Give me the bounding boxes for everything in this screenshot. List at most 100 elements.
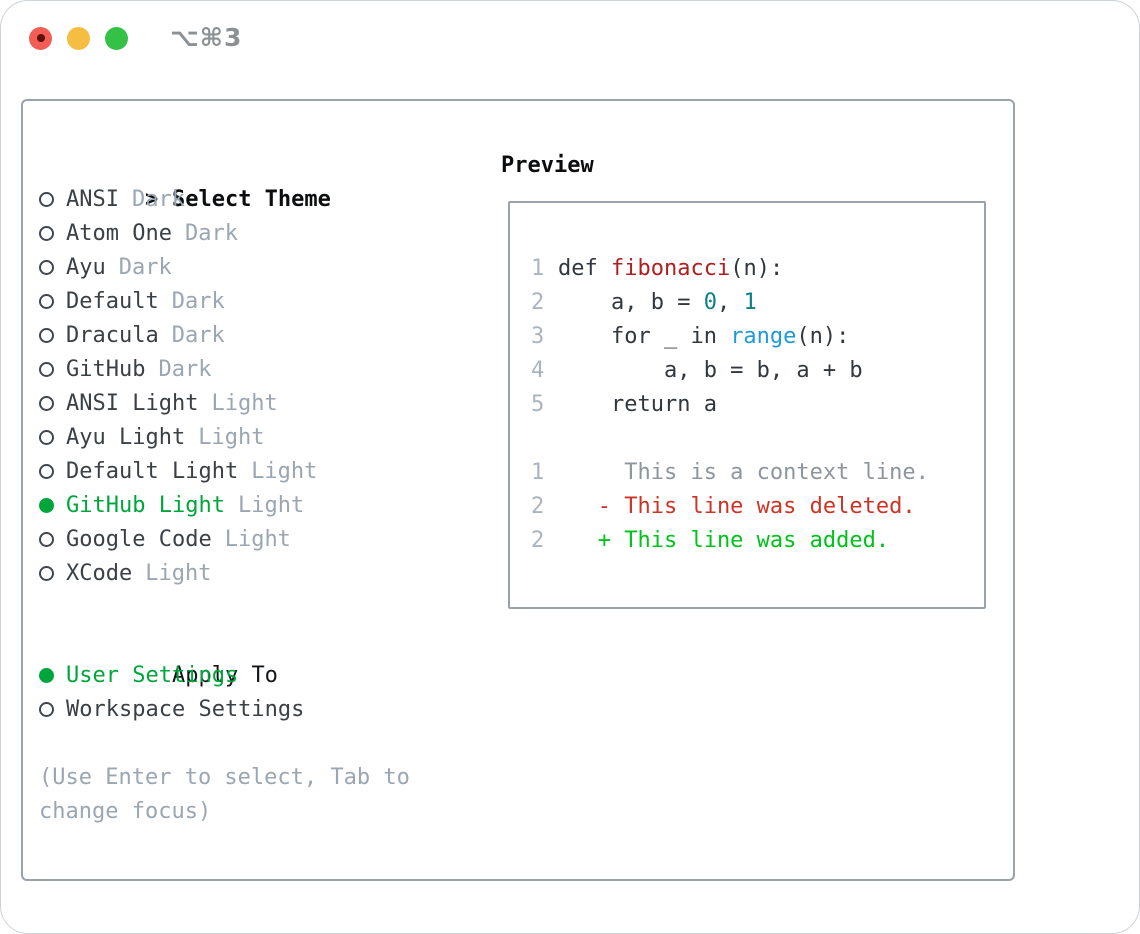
line-number: 2 <box>531 494 545 519</box>
radio-marker <box>39 319 66 353</box>
theme-variant-badge: Dark <box>118 255 172 280</box>
code-token: - This line was deleted. <box>558 494 916 519</box>
radio-marker <box>39 251 66 285</box>
code-token: fibonacci <box>610 256 731 281</box>
line-number: 2 <box>531 528 545 553</box>
code-token: , <box>716 290 744 315</box>
apply-to-header: Apply To <box>39 625 491 688</box>
code-line: 4 a, b = b, a + b <box>531 354 984 388</box>
option-label: Default Light <box>66 459 239 484</box>
diff-line: 2 + This line was added. <box>531 524 984 558</box>
option-label: ANSI Light <box>66 391 199 416</box>
close-dot-icon <box>36 34 45 42</box>
apply-to-title: Apply To <box>171 663 278 688</box>
radio-marker <box>39 557 66 591</box>
code-line: 2 a, b = 0, 1 <box>531 286 984 320</box>
preview-title: Preview <box>501 153 594 178</box>
code-line: 3 for _ in range(n): <box>531 320 984 354</box>
theme-variant-badge: Dark <box>158 357 212 382</box>
apply-option-workspace-settings[interactable]: Workspace Settings <box>39 693 491 727</box>
option-label: Google Code <box>66 527 212 552</box>
line-number: 1 <box>531 256 545 281</box>
option-label: User Settings <box>66 663 239 688</box>
radio-marker <box>39 489 66 523</box>
theme-variant-badge: Light <box>237 493 305 518</box>
code-token: a, b = <box>558 290 704 315</box>
zoom-button[interactable] <box>105 26 128 50</box>
theme-option-ansi[interactable]: ANSI Dark <box>39 183 491 217</box>
option-label: GitHub <box>66 357 146 382</box>
radio-marker <box>39 387 66 421</box>
code-token: 1 <box>743 290 757 315</box>
code-token: return a <box>558 392 717 417</box>
line-number: 1 <box>531 460 545 485</box>
code-token: + This line was added. <box>558 528 890 553</box>
close-button[interactable] <box>29 26 52 50</box>
theme-variant-badge: Dark <box>131 187 185 212</box>
code-token: for _ in <box>558 324 731 349</box>
theme-list-title: Select Theme <box>171 187 331 212</box>
diff-line: 1 This is a context line. <box>531 456 984 490</box>
radio-marker <box>39 659 66 693</box>
option-label: Ayu <box>66 255 106 280</box>
code-token: (n): <box>730 256 784 281</box>
diff-preview-block: 1 This is a context line. 2 - This line w… <box>531 456 984 558</box>
line-number: 4 <box>531 358 545 383</box>
theme-variant-badge: Light <box>145 561 212 586</box>
code-token: def <box>558 256 611 281</box>
theme-variant-badge: Light <box>211 391 278 416</box>
theme-option-default-light[interactable]: Default Light Light <box>39 455 491 489</box>
theme-variant-badge: Light <box>251 459 318 484</box>
spacer <box>39 591 491 625</box>
radio-icon <box>39 430 54 445</box>
theme-variant-badge: Dark <box>184 221 238 246</box>
cursor-prompt-icon: > <box>144 187 159 212</box>
radio-icon <box>39 464 54 479</box>
code-line: 5 return a <box>531 388 984 422</box>
radio-marker <box>39 421 66 455</box>
minimize-button[interactable] <box>67 26 90 50</box>
line-number: 5 <box>531 392 545 417</box>
option-label: Ayu Light <box>66 425 186 450</box>
radio-icon <box>39 192 54 207</box>
theme-option-google-code[interactable]: Google Code Light <box>39 523 491 557</box>
radio-marker <box>39 523 66 557</box>
radio-icon <box>39 294 54 309</box>
theme-option-ayu[interactable]: Ayu Dark <box>39 251 491 285</box>
radio-icon <box>39 566 54 581</box>
radio-icon <box>39 702 54 717</box>
theme-option-xcode[interactable]: XCode Light <box>39 557 491 591</box>
theme-variant-badge: Light <box>224 527 291 552</box>
radio-marker <box>39 455 66 489</box>
code-token: (n): <box>796 324 850 349</box>
window-title: ⌥⌘3 <box>170 23 243 52</box>
code-token: range <box>730 324 797 349</box>
radio-icon <box>39 328 54 343</box>
apply-option-user-settings[interactable]: User Settings <box>39 659 491 693</box>
theme-list-header: > Select Theme <box>39 149 491 212</box>
option-label: ANSI <box>66 187 119 212</box>
radio-selected-icon <box>39 668 54 683</box>
theme-option-atom-one[interactable]: Atom One Dark <box>39 217 491 251</box>
code-token: 0 <box>703 290 717 315</box>
option-label: Default <box>66 289 159 314</box>
option-label: XCode <box>66 561 133 586</box>
radio-icon <box>39 396 54 411</box>
theme-option-github[interactable]: GitHub Dark <box>39 353 491 387</box>
code-token: This is a context line. <box>558 460 929 485</box>
radio-marker <box>39 693 66 727</box>
theme-variant-badge: Dark <box>171 323 225 348</box>
theme-option-ansi-light[interactable]: ANSI Light Light <box>39 387 491 421</box>
option-label: Atom One <box>66 221 172 246</box>
line-number: 2 <box>531 290 545 315</box>
